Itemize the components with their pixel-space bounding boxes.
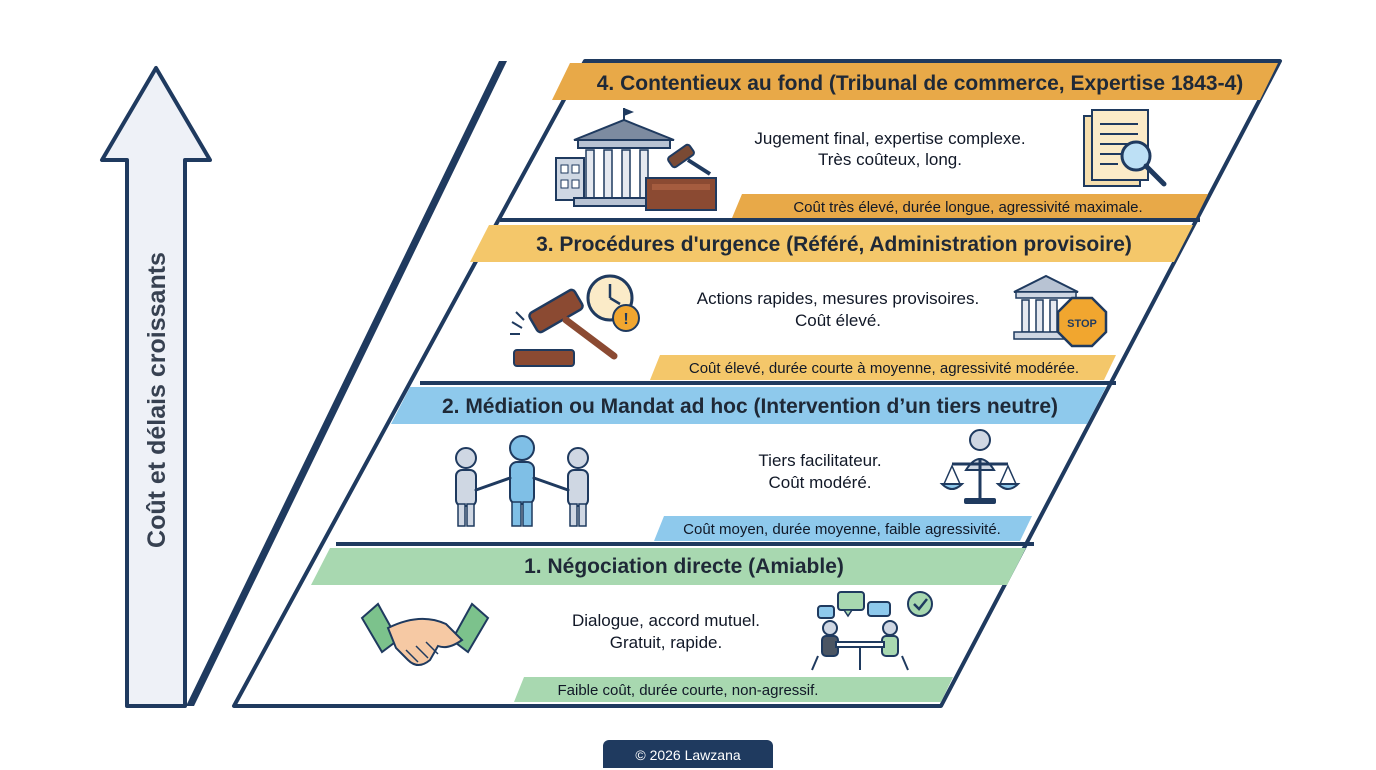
tier-2-summary-band: [654, 516, 1032, 541]
svg-text:!: !: [623, 311, 628, 328]
tier-4-summary-band: [732, 194, 1208, 218]
tier-2-title: 2. Médiation ou Mandat ad hoc (Intervent…: [442, 395, 1058, 418]
gavel-clock-icon: !: [510, 274, 640, 367]
mediator-people-icon: [455, 435, 589, 527]
tier-1-description-2: Gratuit, rapide.: [610, 633, 722, 652]
tier-2: 2. Médiation ou Mandat ad hoc (Intervent…: [391, 381, 1116, 541]
tier-1-band: [311, 548, 1026, 585]
document-magnifier-icon: [1083, 109, 1167, 187]
tier-2-summary: Coût moyen, durée moyenne, faible agress…: [683, 521, 1001, 538]
person-scales-icon: [939, 429, 1021, 504]
arrow-up-icon: [100, 66, 212, 708]
tier-3-description-1: Actions rapides, mesures provisoires.: [697, 289, 980, 308]
tier-3-band: [470, 225, 1193, 262]
tier-1-title: 1. Négociation directe (Amiable): [524, 555, 844, 578]
stop-sign-text: STOP: [1067, 318, 1097, 330]
tier-3-summary-band: [650, 355, 1116, 380]
tier-4-description-2: Très coûteux, long.: [818, 150, 962, 169]
tier-3-description-2: Coût élevé.: [795, 311, 881, 330]
tier-2-description-1: Tiers facilitateur.: [758, 451, 881, 470]
tier-3-title: 3. Procédures d'urgence (Référé, Adminis…: [536, 233, 1132, 256]
tier-1-summary-band: [514, 677, 953, 702]
tier-4-band: [552, 63, 1278, 100]
handshake-icon: [360, 602, 490, 666]
tier-1-description-1: Dialogue, accord mutuel.: [572, 611, 760, 630]
tier-2-band: [391, 387, 1106, 424]
left-stripe: [186, 61, 507, 706]
tier-4-title: 4. Contentieux au fond (Tribunal de comm…: [597, 72, 1244, 95]
axis-label: Coût et délais croissants: [143, 252, 171, 548]
tier-3: 3. Procédures d'urgence (Référé, Adminis…: [470, 218, 1200, 380]
meeting-chat-icon: [811, 591, 933, 671]
tier-4-summary: Coût très élevé, durée longue, agressivi…: [793, 199, 1142, 216]
tier-1: 1. Négociation directe (Amiable) Dialogu…: [311, 542, 1034, 702]
tier-3-summary: Coût élevé, durée courte à moyenne, agre…: [689, 360, 1079, 377]
tier-2-description-2: Coût modéré.: [769, 473, 872, 492]
bank-stop-icon: STOP: [1013, 274, 1108, 348]
tier-4: 4. Contentieux au fond (Tribunal de comm…: [552, 63, 1278, 218]
tier-1-summary: Faible coût, durée courte, non-agressif.: [558, 682, 819, 699]
copyright-footer: © 2026 Lawzana: [603, 740, 773, 768]
courthouse-gavel-icon: [555, 108, 717, 211]
tier-4-description-1: Jugement final, expertise complexe.: [754, 129, 1025, 148]
